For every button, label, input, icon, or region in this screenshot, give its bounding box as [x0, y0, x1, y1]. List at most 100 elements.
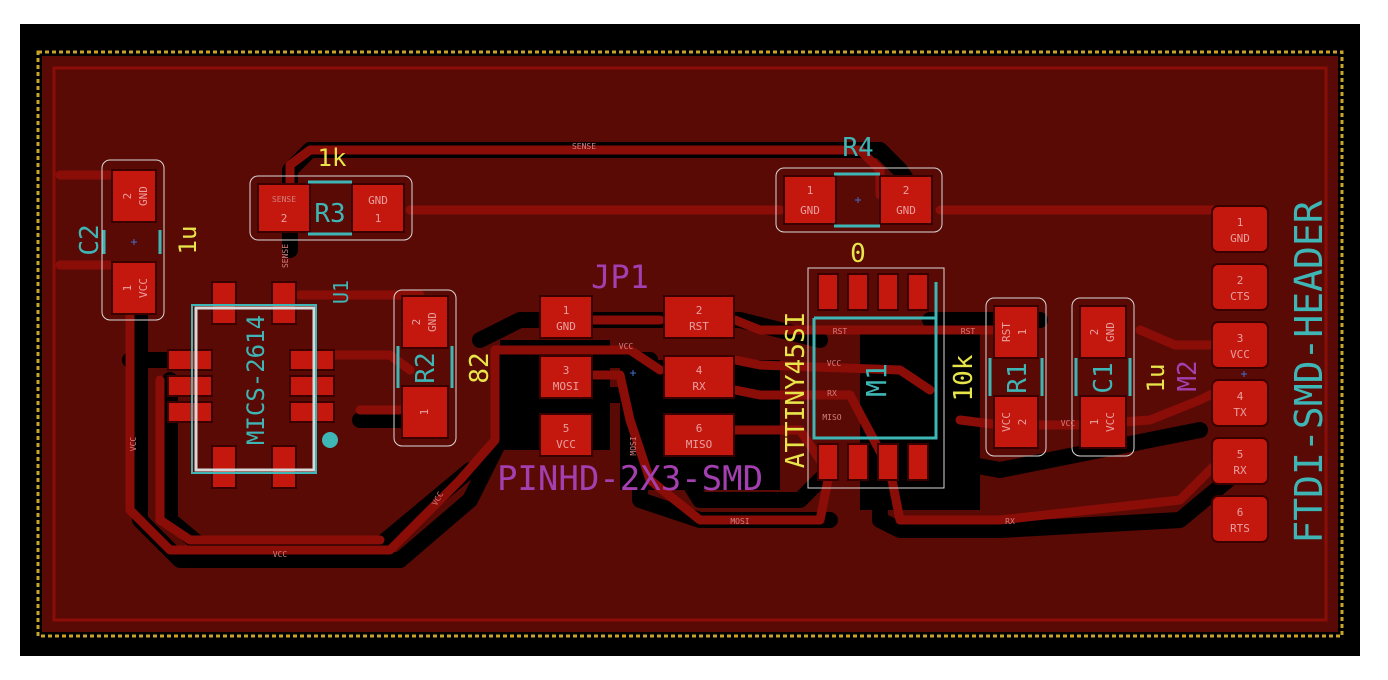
m2-pad-2-net: CTS	[1230, 290, 1250, 303]
u1-reference-label: U1	[329, 280, 353, 304]
r4-pad-2-net: GND	[896, 204, 916, 217]
c2-pad-2[interactable]	[111, 169, 157, 223]
jp1-pad-5-number: 5	[563, 422, 570, 435]
m1-pad-top-2[interactable]	[847, 273, 869, 311]
r1-pad-2[interactable]	[993, 395, 1039, 449]
r4-pad-2[interactable]	[879, 175, 933, 225]
r3-courtyard	[249, 175, 413, 241]
m1-silk-outline	[812, 316, 938, 440]
m1-pad-bottom-1[interactable]	[817, 443, 839, 481]
u1-courtyard	[194, 306, 316, 472]
jp1-pad-2-net: RST	[689, 320, 709, 333]
r1-pad-1-net: RST	[1000, 322, 1013, 342]
m1-reference-label: M1	[860, 363, 893, 397]
m2-pad-4[interactable]	[1211, 379, 1269, 427]
net-label-sense-vertical: SENSE	[281, 244, 290, 268]
m2-pad-1[interactable]	[1211, 205, 1269, 253]
r4-pad-1[interactable]	[783, 175, 837, 225]
c2-component[interactable]: 2 GND 1 VCC C2 1u	[75, 159, 202, 321]
jp1-pad-4[interactable]	[663, 355, 735, 399]
u1-pad-top-2[interactable]	[271, 281, 297, 325]
u1-component[interactable]: MICS-2614 U1	[167, 280, 353, 489]
c2-pad-1[interactable]	[111, 261, 157, 315]
m1-value-label: ATTINY45SI	[781, 312, 811, 469]
r1-pad-1[interactable]	[993, 305, 1039, 359]
u1-value-label: MICS-2614	[242, 315, 270, 445]
m2-pad-6[interactable]	[1211, 495, 1269, 543]
r2-pad-1[interactable]	[401, 385, 449, 439]
u1-pad-right-2[interactable]	[289, 375, 335, 397]
r2-component[interactable]: 2 GND 1 R2 82	[393, 289, 495, 447]
jp1-component[interactable]: 1 GND 2 RST 3 MOSI 4 RX 5 VCC 6 MISO JP1…	[497, 258, 763, 499]
jp1-pad-1[interactable]	[539, 295, 593, 339]
r3-reference-label: R3	[314, 199, 345, 229]
u1-pad-top-1[interactable]	[211, 281, 237, 325]
r3-pad-2[interactable]	[257, 183, 311, 233]
r3-pad-1[interactable]	[351, 183, 405, 233]
c1-value-label: 1u	[1142, 364, 1170, 393]
r4-component[interactable]: 1 GND 2 GND R4 0	[775, 133, 943, 269]
net-label-rst-m1: RST	[833, 327, 848, 336]
u1-pad-left-3[interactable]	[167, 401, 213, 423]
c2-pad-2-number: 2	[121, 193, 134, 200]
u1-pad-left-1[interactable]	[167, 349, 213, 371]
trace-mosi	[585, 370, 835, 525]
c1-component[interactable]: 2 GND 1 VCC C1 1u	[1071, 297, 1170, 457]
m2-pad-3-net: VCC	[1230, 348, 1250, 361]
r3-value-label: 1k	[318, 144, 347, 172]
m1-pad-bottom-4[interactable]	[907, 443, 929, 481]
u1-pad-bottom-1[interactable]	[211, 445, 237, 489]
m1-pad-top-3[interactable]	[877, 273, 899, 311]
r4-pad-2-number: 2	[903, 184, 910, 197]
u1-pad-left-2[interactable]	[167, 375, 213, 397]
net-label-rst-r1: RST	[961, 327, 976, 336]
trace-vcc-left	[125, 295, 665, 555]
m1-component[interactable]: M1 ATTINY45SI	[781, 267, 945, 489]
m2-pad-2[interactable]	[1211, 263, 1269, 311]
jp1-pad-3-net: MOSI	[553, 380, 580, 393]
jp1-pad-6[interactable]	[663, 413, 735, 457]
r2-pad-2[interactable]	[401, 295, 449, 349]
trace-vcc-bottom	[155, 375, 385, 545]
jp1-pad-4-number: 4	[696, 364, 703, 377]
m1-courtyard	[807, 267, 945, 489]
r4-value-label: 0	[850, 239, 866, 269]
u1-pad-right-1[interactable]	[289, 349, 335, 371]
m2-component[interactable]: 1 GND 2 CTS 3 VCC 4 TX 5 RX 6 RTS M2 FTD…	[1173, 200, 1331, 543]
m2-pad-3[interactable]	[1211, 321, 1269, 369]
m2-value-label: FTDI-SMD-HEADER	[1287, 200, 1331, 543]
origin-markers	[131, 197, 1247, 377]
r4-courtyard	[775, 167, 943, 233]
r3-component[interactable]: SENSE 2 GND 1 R3 1k	[249, 144, 413, 241]
jp1-pad-3[interactable]	[539, 355, 593, 399]
jp1-pad-2[interactable]	[663, 295, 735, 339]
net-label-vcc-c1: VCC	[1061, 419, 1076, 428]
jp1-pad-5[interactable]	[539, 413, 593, 457]
m1-pad-top-1[interactable]	[817, 273, 839, 311]
r3-pad-1-net: GND	[368, 194, 388, 207]
r2-pad-1-number: 1	[418, 409, 431, 416]
trace-rst	[730, 315, 1015, 335]
net-label-miso-m1: MISO	[822, 413, 841, 422]
r1-pad-2-number: 2	[1016, 419, 1029, 426]
jp1-pad-6-number: 6	[696, 422, 703, 435]
c2-pad-2-net: GND	[137, 186, 150, 206]
c2-pad-1-number: 1	[121, 285, 134, 292]
r1-value-label: 10k	[949, 354, 979, 401]
board-edge-cut	[36, 50, 1344, 638]
m2-pad-5[interactable]	[1211, 437, 1269, 485]
m1-pad-top-4[interactable]	[907, 273, 929, 311]
r1-courtyard	[985, 297, 1047, 457]
c1-courtyard	[1071, 297, 1135, 457]
u1-pad-bottom-2[interactable]	[271, 445, 297, 489]
c1-pad-1[interactable]	[1079, 395, 1127, 449]
m2-pad-1-net: GND	[1230, 232, 1250, 245]
m1-pad-bottom-3[interactable]	[877, 443, 899, 481]
r2-courtyard	[393, 289, 457, 447]
m2-pad-2-number: 2	[1237, 274, 1244, 287]
u1-pad-right-3[interactable]	[289, 401, 335, 423]
r1-component[interactable]: RST 1 VCC 2 R1 10k	[949, 297, 1047, 457]
m1-pad-bottom-2[interactable]	[847, 443, 869, 481]
c1-pad-2[interactable]	[1079, 305, 1127, 359]
